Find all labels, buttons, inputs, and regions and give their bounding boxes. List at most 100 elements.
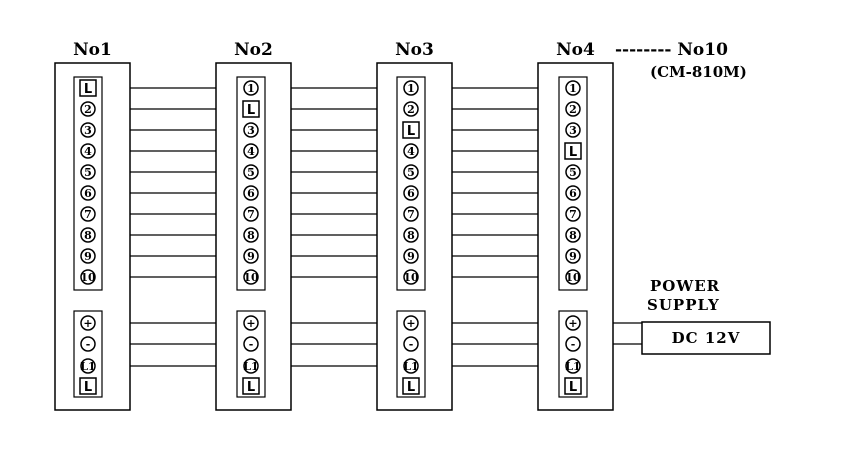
bus-terminal-circle: [565, 315, 581, 331]
line-terminal-label: 2: [84, 103, 92, 116]
line-terminal-circle: [80, 206, 96, 222]
line-terminal-label: 6: [407, 187, 415, 200]
line-terminal-circle: [80, 101, 96, 117]
bus-terminal-label: -: [249, 338, 254, 351]
line-terminal-circle: [80, 248, 96, 264]
line-terminal-label: 8: [247, 229, 255, 242]
line-terminal-circle: [403, 269, 419, 285]
line-terminal-label: 5: [84, 166, 92, 179]
bus-terminal-circle: [403, 358, 419, 374]
power-supply-box: [641, 321, 771, 355]
line-terminal-label: 7: [84, 208, 92, 221]
line-terminal-circle: [565, 122, 581, 138]
line-terminal-label: 3: [569, 124, 577, 137]
bus-terminal-label: L: [84, 380, 92, 395]
line-terminal-circle: [243, 164, 259, 180]
bus-terminal-circle: [243, 358, 259, 374]
line-terminal-label: 6: [84, 187, 92, 200]
bus-terminal-square: [564, 377, 582, 395]
line-terminal-label: 5: [569, 166, 577, 179]
line-terminal-label: 7: [407, 208, 415, 221]
line-terminal-circle: [403, 101, 419, 117]
bus-terminal-label: -: [571, 338, 576, 351]
bus-terminal-circle: [80, 358, 96, 374]
line-terminal-circle: [243, 248, 259, 264]
line-terminal-label: 9: [569, 250, 577, 263]
line-terminal-label: 8: [84, 229, 92, 242]
bus-terminal-label: +: [246, 317, 255, 330]
power-supply-title-line2: SUPPLY: [647, 296, 720, 314]
line-terminal-circle: [243, 269, 259, 285]
bus-terminal-circle: [80, 336, 96, 352]
line-terminal-square: [242, 100, 260, 118]
line-terminal-label: 10: [403, 271, 419, 284]
bus-terminal-circle: [403, 336, 419, 352]
line-terminal-circle: [403, 206, 419, 222]
line-terminal-circle: [403, 80, 419, 96]
bus-terminal-square: [79, 377, 97, 395]
line-terminal-label: 1: [569, 82, 577, 95]
line-terminal-circle: [243, 143, 259, 159]
line-terminal-circle: [243, 206, 259, 222]
line-terminal-circle: [80, 164, 96, 180]
line-terminal-circle: [565, 227, 581, 243]
line-terminal-square: [564, 142, 582, 160]
unit-label: No4: [556, 40, 595, 60]
unit-label: No1: [73, 40, 112, 60]
line-terminal-label: 2: [407, 103, 415, 116]
line-terminal-label: 1: [407, 82, 415, 95]
line-terminal-circle: [403, 164, 419, 180]
bus-terminal-circle: [565, 358, 581, 374]
unit-label: No2: [234, 40, 273, 60]
line-terminal-circle: [565, 185, 581, 201]
line-terminal-square: [402, 121, 420, 139]
line-terminal-circle: [243, 122, 259, 138]
line-terminal-label: 5: [407, 166, 415, 179]
line-terminal-label: 4: [407, 145, 415, 158]
line-terminal-circle: [80, 143, 96, 159]
line-terminal-label: 6: [247, 187, 255, 200]
line-terminal-label: L: [407, 124, 415, 139]
line-terminal-label: L: [84, 82, 92, 97]
line-terminal-label: 9: [247, 250, 255, 263]
bus-terminal-square: [402, 377, 420, 395]
bus-terminal-circle: [403, 315, 419, 331]
line-terminal-label: 6: [569, 187, 577, 200]
line-terminal-circle: [403, 143, 419, 159]
line-terminal-circle: [565, 80, 581, 96]
line-terminal-circle: [243, 80, 259, 96]
line-terminal-circle: [565, 269, 581, 285]
bus-terminal-label: -: [86, 338, 91, 351]
line-terminal-circle: [243, 185, 259, 201]
unit-label: No3: [395, 40, 434, 60]
line-terminal-label: 8: [569, 229, 577, 242]
line-terminal-label: 9: [84, 250, 92, 263]
bus-terminal-label: -: [409, 338, 414, 351]
line-terminal-circle: [80, 227, 96, 243]
line-terminal-circle: [403, 248, 419, 264]
bus-terminal-label: +: [83, 317, 92, 330]
line-terminal-label: 8: [407, 229, 415, 242]
line-terminal-label: 10: [80, 271, 96, 284]
line-terminal-label: 1: [247, 82, 255, 95]
bus-terminal-label: L: [407, 380, 415, 395]
line-terminal-label: 3: [84, 124, 92, 137]
line-terminal-label: L: [569, 145, 577, 160]
line-terminal-label: 3: [247, 124, 255, 137]
bus-terminal-label: +: [406, 317, 415, 330]
range-label: -------- No10: [615, 40, 728, 60]
line-terminal-circle: [403, 185, 419, 201]
bus-terminal-circle: [243, 315, 259, 331]
bus-terminal-label: L1: [403, 360, 418, 373]
bus-terminal-label: L: [569, 380, 577, 395]
line-terminal-circle: [565, 206, 581, 222]
line-terminal-circle: [565, 101, 581, 117]
line-terminal-label: 7: [569, 208, 577, 221]
line-terminal-circle: [80, 122, 96, 138]
bus-terminal-label: L1: [80, 360, 95, 373]
power-supply-value: DC 12V: [672, 329, 741, 347]
